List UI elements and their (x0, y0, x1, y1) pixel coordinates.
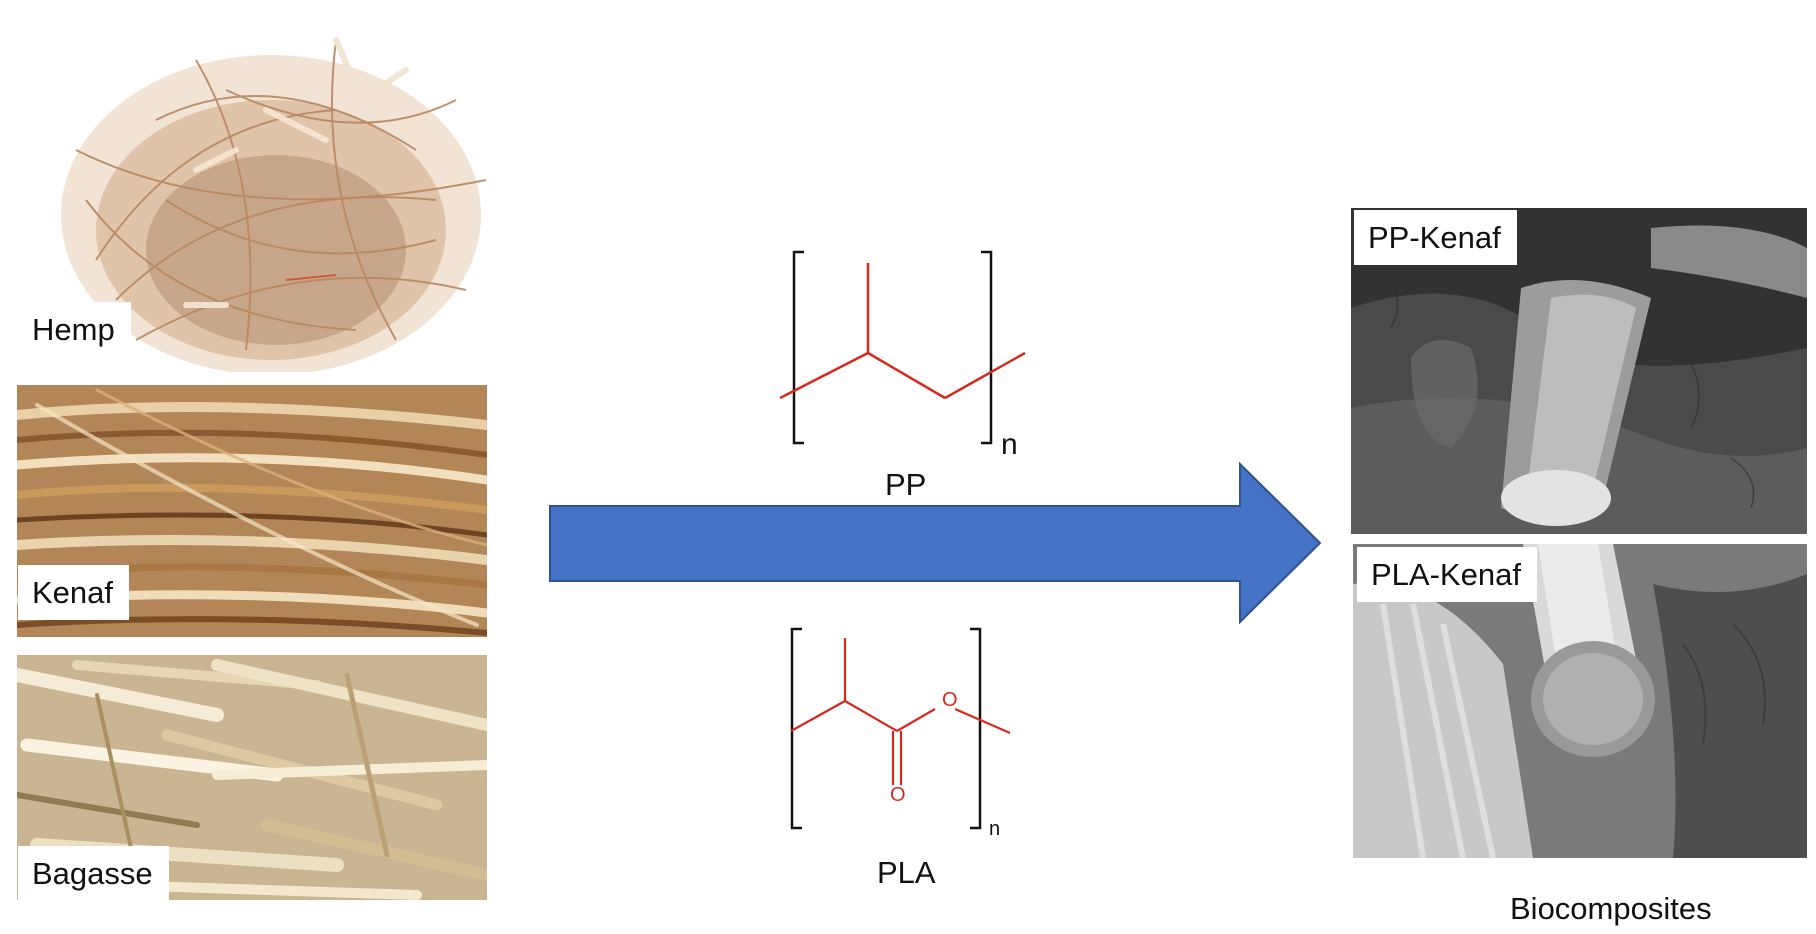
hemp-image (36, 0, 506, 372)
pla-oxygen-ester: O (942, 689, 958, 711)
pp-subscript: n (1001, 428, 1018, 461)
pp-bonds (780, 263, 1026, 400)
pp-label: PP (885, 467, 927, 502)
pla-oxygen-carbonyl: O (890, 784, 906, 806)
process-arrow (548, 462, 1323, 624)
pp-structure (780, 250, 1026, 445)
bagasse-label: Bagasse (18, 846, 169, 901)
biocomposites-caption: Biocomposites (1510, 891, 1712, 926)
hemp-label: Hemp (18, 302, 131, 357)
pla-structure (790, 627, 1011, 830)
pla-bonds (790, 638, 1011, 785)
pla-label: PLA (877, 855, 936, 890)
kenaf-label: Kenaf (18, 565, 130, 620)
pp-brackets (792, 250, 993, 445)
pla-brackets (790, 627, 982, 830)
pla-kenaf-label: PLA-Kenaf (1357, 547, 1537, 602)
pp-kenaf-label: PP-Kenaf (1354, 210, 1517, 265)
pla-subscript: n (989, 818, 1001, 840)
